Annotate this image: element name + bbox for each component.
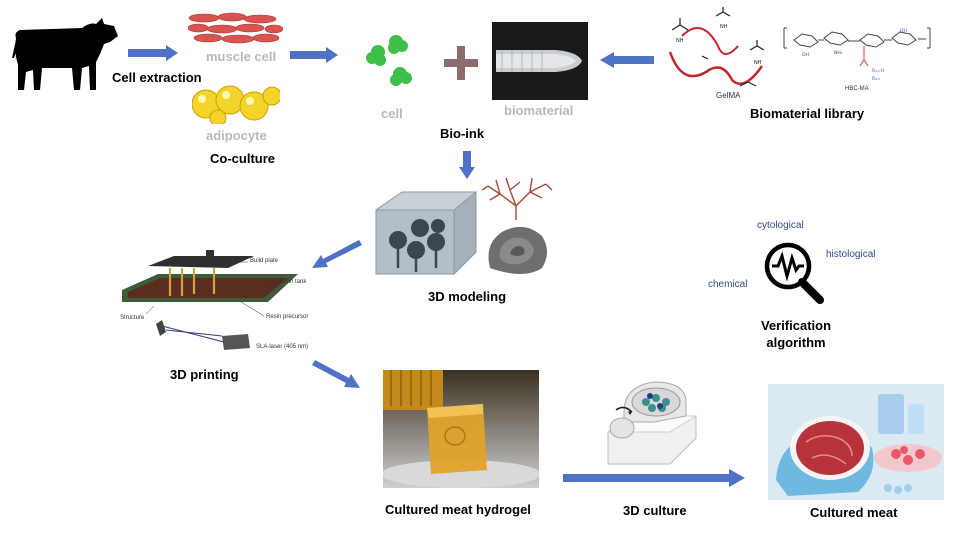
svg-text:OH: OH <box>900 28 907 34</box>
svg-text:OH: OH <box>802 52 809 58</box>
chemical-label: chemical <box>708 279 748 290</box>
arrow-right-icon <box>128 45 178 61</box>
3d-organ-model-image <box>488 226 547 274</box>
arrow-right-icon <box>290 47 338 63</box>
svg-text:NH₂: NH₂ <box>834 50 843 56</box>
muscle-cell-image <box>188 12 283 44</box>
svg-text:R₁=H: R₁=H <box>872 68 884 74</box>
vascular-tree-image <box>481 177 553 220</box>
cow-icon <box>12 18 118 90</box>
3d-modeling-label: 3D modeling <box>428 289 507 304</box>
bioreactor-image <box>606 381 698 465</box>
adipocyte-label: adipocyte <box>206 128 267 143</box>
svg-text:R₂=: R₂= <box>872 76 881 82</box>
hbc-ma-label: HBC-MA <box>845 86 869 92</box>
gelma-structure-image: NH NH NH <box>668 7 765 87</box>
arrow-right-icon <box>563 469 745 487</box>
3d-printing-label: 3D printing <box>170 367 239 382</box>
cell-image <box>366 35 412 86</box>
cultured-meat-hydrogel-label: Cultured meat hydrogel <box>385 502 531 517</box>
sla-laser-label: SLA-laser (405 nm) <box>256 344 309 350</box>
resin-tank-label: Resin tank <box>278 279 307 285</box>
biomaterial-library-label: Biomaterial library <box>750 106 865 121</box>
structure-label: Structure <box>120 315 145 321</box>
arrow-diagonal-down-left-icon <box>312 240 362 268</box>
gelma-label: GelMA <box>716 91 741 100</box>
cytological-label: cytological <box>757 220 804 231</box>
adipocyte-image <box>192 85 280 124</box>
biomaterial-label: biomaterial <box>504 103 574 118</box>
svg-text:NH: NH <box>720 24 728 30</box>
cultured-meat-label: Cultured meat <box>810 505 898 520</box>
muscle-cell-label: muscle cell <box>206 49 277 64</box>
3d-model-cube-image <box>375 190 477 276</box>
meat-hydrogel-photo <box>383 370 539 488</box>
sla-printer-image <box>122 250 298 350</box>
plus-icon <box>444 46 478 80</box>
build-plate-label: Build plate <box>250 258 279 264</box>
cell-label: cell <box>381 106 403 121</box>
arrow-diagonal-down-right-icon <box>312 360 360 388</box>
bio-ink-label: Bio-ink <box>440 126 485 141</box>
verification-algorithm-label: Verification algorithm <box>760 318 832 350</box>
co-culture-label: Co-culture <box>210 151 275 166</box>
arrow-down-icon <box>459 151 475 179</box>
magnifier-analysis-icon <box>764 242 824 304</box>
hbc-ma-structure-image: R₁=H R₂= OH OH NH₂ <box>783 27 931 82</box>
cell-extraction-label: Cell extraction <box>112 70 202 85</box>
svg-text:NH: NH <box>676 38 684 44</box>
3d-culture-label: 3D culture <box>623 503 687 518</box>
biomaterial-image <box>492 22 588 100</box>
svg-text:NH: NH <box>754 60 762 66</box>
histological-label: histological <box>826 249 876 260</box>
resin-precursor-label: Resin precursor <box>266 314 309 320</box>
cultured-meat-photo <box>768 384 944 500</box>
arrow-left-icon <box>600 52 654 68</box>
